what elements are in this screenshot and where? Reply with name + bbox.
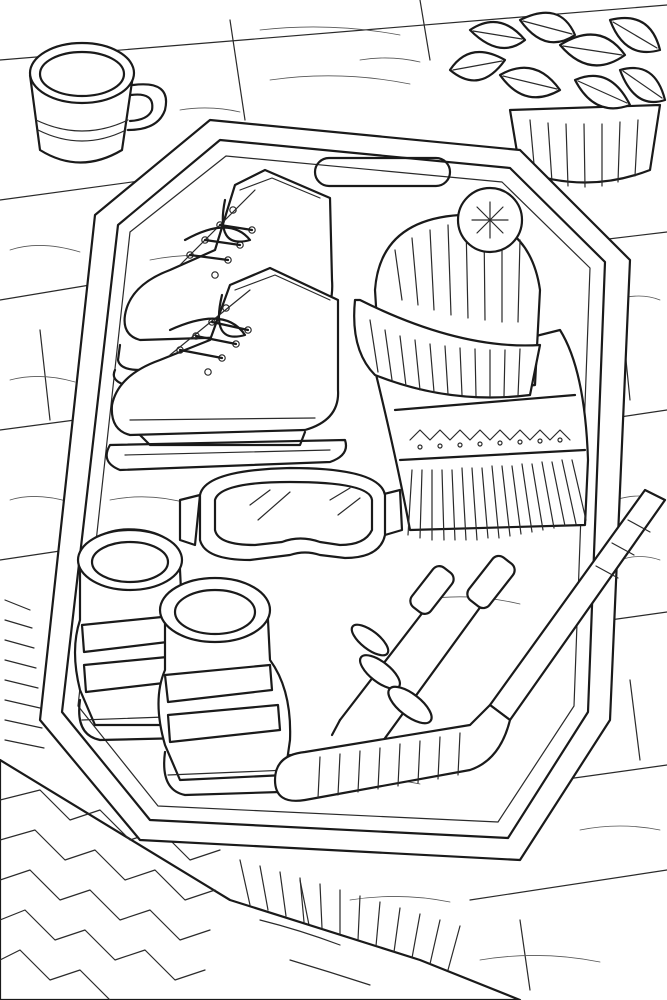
ski-pole-icon — [350, 554, 516, 762]
ice-skate-icon — [105, 266, 348, 472]
ski-goggles-icon — [178, 466, 404, 562]
knit-hat-icon — [353, 186, 542, 399]
hockey-stick-icon — [273, 488, 667, 802]
mug-icon — [28, 41, 168, 164]
rug-icon — [0, 599, 522, 1000]
